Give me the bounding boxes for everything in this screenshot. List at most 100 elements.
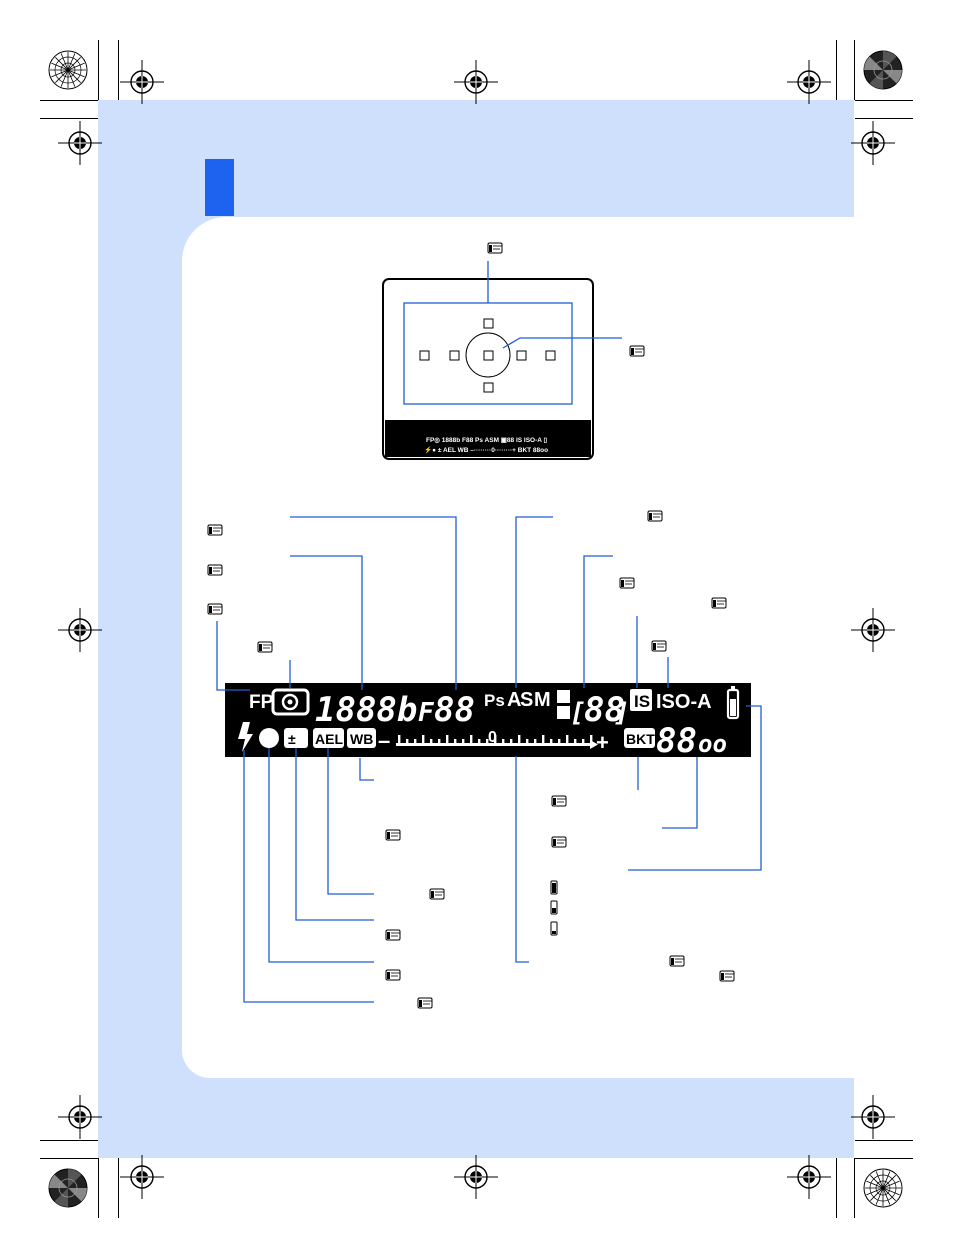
scale-tick — [534, 739, 537, 743]
scale-tick — [430, 739, 433, 743]
exposure-level-scale — [396, 735, 598, 749]
aperture-prefix: F — [418, 698, 435, 728]
crop-line — [855, 118, 913, 119]
scale-arrow — [590, 740, 598, 749]
crop-line — [98, 1158, 99, 1218]
scale-tick — [470, 735, 473, 743]
iso-indicator: ISO-A — [656, 691, 712, 713]
bracket-right: ] — [614, 698, 630, 728]
hand-pointer-icon — [487, 242, 503, 254]
registration-mark-icon — [57, 1094, 103, 1140]
scale-tick — [486, 739, 489, 743]
scale-tick — [494, 735, 497, 743]
scale-tick — [438, 739, 441, 743]
mode-a: A — [507, 689, 521, 711]
ael-badge — [313, 728, 344, 748]
scale-tick — [558, 739, 561, 743]
exposure-comp-display: 88 — [584, 690, 625, 730]
af-points — [419, 318, 556, 393]
bracket-left: [ — [570, 698, 586, 728]
is-indicator: IS — [634, 692, 650, 711]
registration-mark-icon — [119, 59, 165, 105]
hand-pointer-icon — [647, 510, 663, 522]
hand-pointer-icon — [551, 836, 567, 848]
leader-lines — [216, 516, 762, 1003]
crop-line — [854, 40, 855, 100]
hand-pointer-icon — [551, 795, 567, 807]
crop-line — [98, 40, 99, 100]
viewfinder-strip-line1: FP◎ 1888b F88 Ps ASM ▣88 IS ISO-A ▯ — [426, 437, 548, 444]
color-wheel-target-icon — [48, 50, 88, 90]
hand-pointer-icon — [619, 577, 635, 589]
hand-pointer-icon — [385, 929, 401, 941]
scale-zero: 0 — [488, 729, 497, 746]
scale-tick — [406, 739, 409, 743]
frames-remaining-display: 88 — [656, 721, 697, 761]
flash-comp-indicator: ± — [288, 731, 296, 747]
crop-line — [836, 40, 837, 100]
spot-metering-circle — [465, 332, 511, 378]
crop-line — [854, 1158, 855, 1218]
crop-line — [40, 1140, 98, 1141]
registration-mark-icon — [850, 120, 896, 166]
in-focus-dot — [259, 728, 279, 748]
scale-plus: + — [596, 730, 609, 755]
crop-line — [855, 1140, 913, 1141]
scale-tick — [398, 735, 401, 743]
scale-tick — [478, 739, 481, 743]
scale-tick — [574, 739, 577, 743]
wb-indicator: WB — [350, 731, 373, 747]
crop-line — [855, 100, 913, 101]
ael-indicator: AEL — [315, 731, 343, 747]
registration-mark-icon — [453, 59, 499, 105]
scale-tick — [414, 739, 417, 743]
crop-line — [40, 1158, 98, 1159]
scale-tick — [550, 739, 553, 743]
wb-badge — [347, 728, 376, 748]
viewfinder-strip-line2: ⚡● ± AEL WB –········0········+ BKT 88oo — [424, 446, 548, 454]
color-wheel-target-icon — [863, 50, 903, 90]
hand-pointer-icon — [417, 997, 433, 1009]
hand-pointer-icon — [429, 888, 445, 900]
flash-comp-badge — [284, 728, 308, 748]
scale-tick — [526, 739, 529, 743]
battery-half-icon — [550, 900, 558, 915]
scale-tick — [590, 735, 593, 743]
registration-mark-icon — [786, 1154, 832, 1200]
scale-tick — [518, 735, 521, 743]
crop-line — [118, 40, 119, 100]
scale-tick — [502, 739, 505, 743]
hand-pointer-icon — [629, 345, 645, 357]
registration-mark-icon — [453, 1154, 499, 1200]
hand-pointer-icon — [651, 640, 667, 652]
hand-pointer-icon — [207, 524, 223, 536]
hand-pointer-icon — [207, 564, 223, 576]
registration-mark-icon — [850, 1094, 896, 1140]
frames-small-digits: oo — [698, 730, 727, 758]
bkt-badge — [624, 728, 655, 748]
scale-tick — [422, 735, 425, 743]
scale-tick — [566, 735, 569, 743]
hand-pointer-icon — [719, 970, 735, 982]
shutter-speed-display: 1888b — [315, 690, 417, 730]
af-lock-indicator — [271, 688, 310, 716]
crop-line — [40, 118, 98, 119]
program-shift-indicator: Ps — [484, 691, 505, 710]
crop-line — [40, 100, 98, 101]
scale-tick — [510, 739, 513, 743]
exposure-comp-icon — [557, 690, 570, 719]
aperture-display: 88 — [434, 690, 475, 730]
scale-baseline — [396, 743, 592, 746]
hand-pointer-icon — [711, 597, 727, 609]
bkt-indicator: BKT — [626, 731, 655, 747]
hand-pointer-icon — [385, 829, 401, 841]
scale-tick — [542, 735, 545, 743]
color-wheel-target-icon — [48, 1168, 88, 1208]
registration-mark-icon — [119, 1154, 165, 1200]
registration-mark-icon — [57, 120, 103, 166]
scale-tick — [454, 739, 457, 743]
section-tab — [205, 159, 234, 216]
fp-indicator: FP — [249, 692, 274, 713]
viewfinder: FP◎ 1888b F88 Ps ASM ▣88 IS ISO-A ▯ ⚡● ±… — [382, 278, 594, 460]
hand-pointer-icon — [385, 969, 401, 981]
